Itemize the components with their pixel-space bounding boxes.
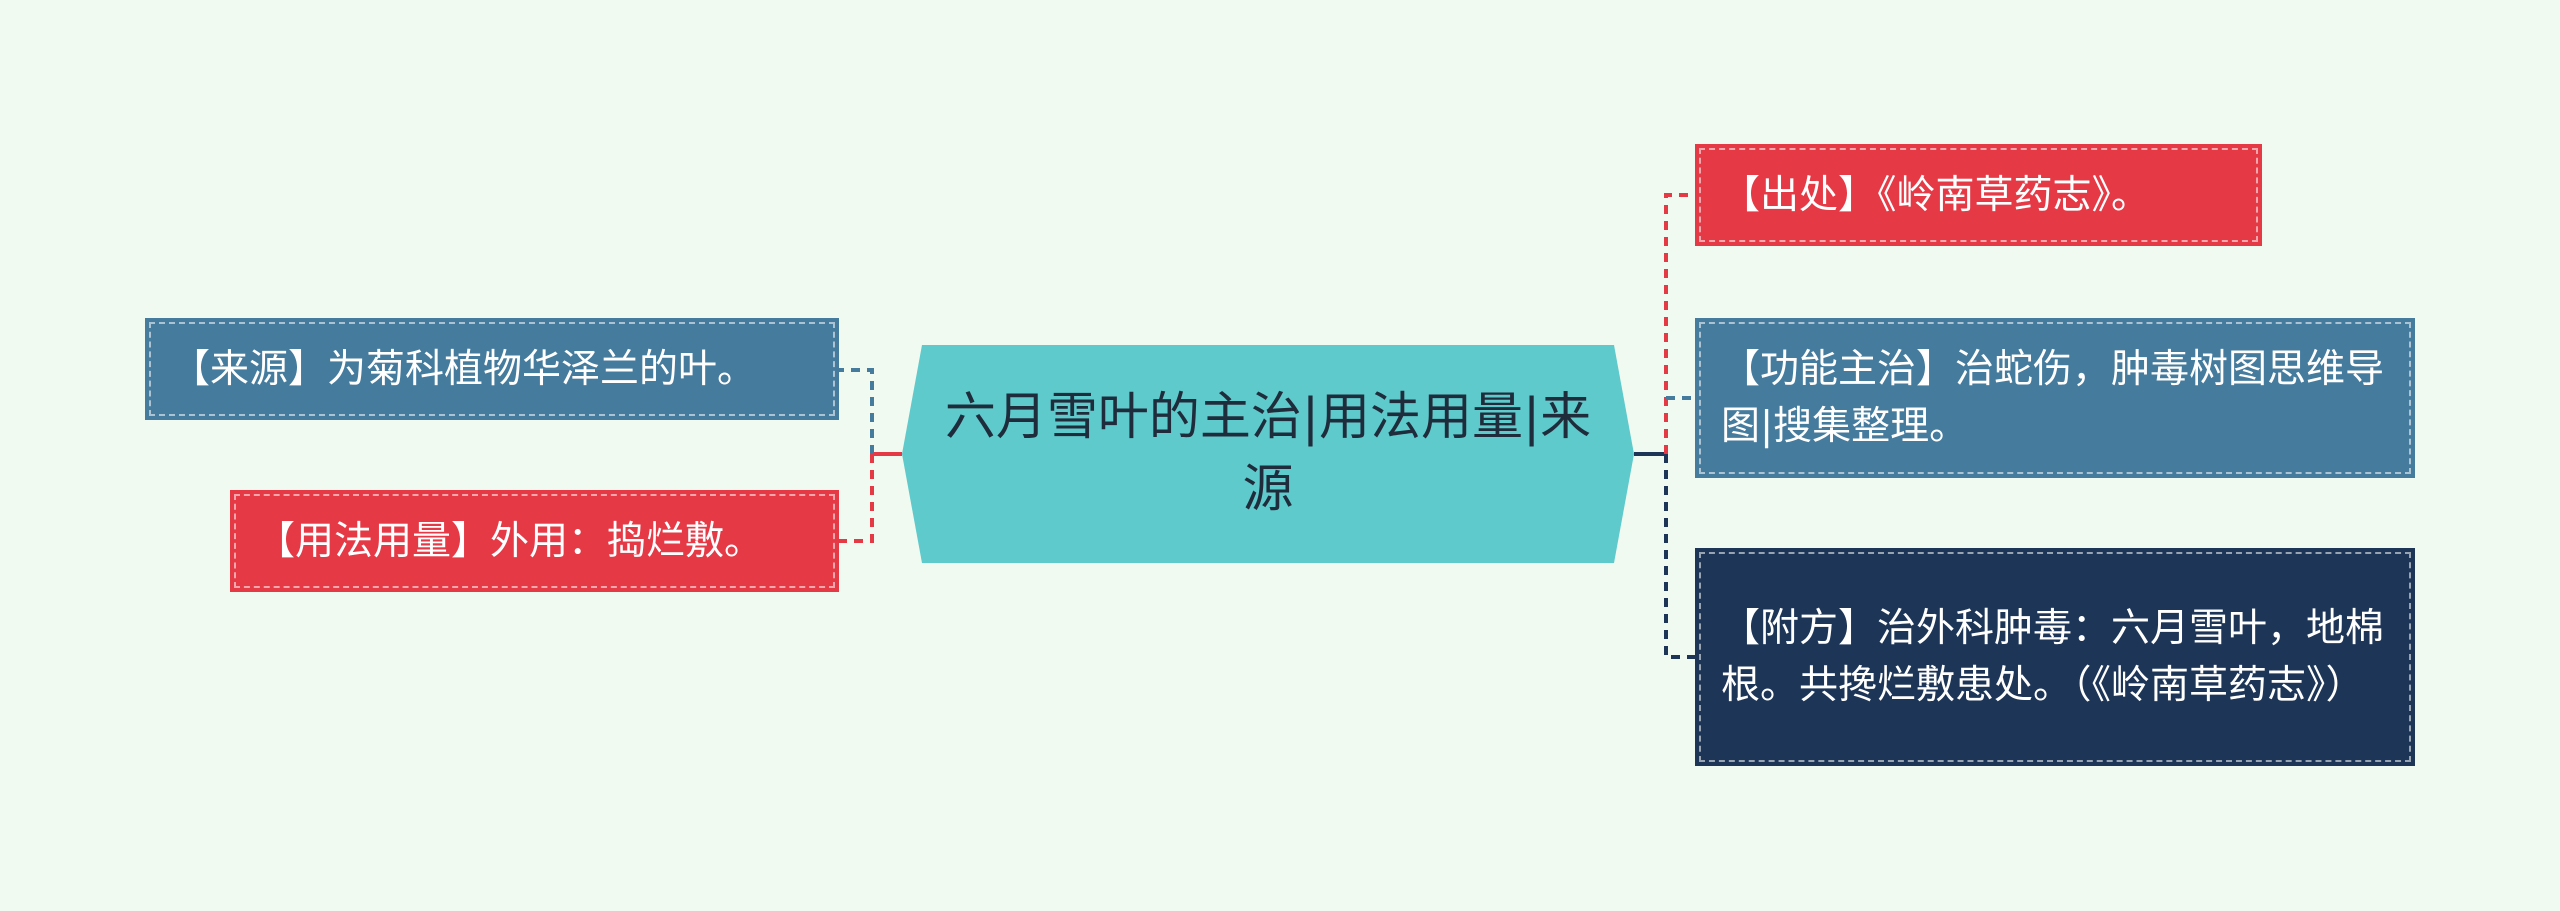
topic-origin-text: 【出处】《岭南草药志》。	[1721, 172, 2151, 218]
connector-right-origin	[1664, 193, 1695, 454]
topic-prescription[interactable]: 【附方】治外科肿毒：六月雪叶，地棉根。共搀烂敷患处。（《岭南草药志》）	[1695, 548, 2415, 766]
central-topic-title: 六月雪叶的主治|用法用量|来源	[944, 388, 1592, 519]
topic-function-indication[interactable]: 【功能主治】治蛇伤，肿毒树图思维导图|搜集整理。	[1695, 318, 2415, 478]
topic-origin[interactable]: 【出处】《岭南草药志》。	[1695, 144, 2262, 246]
central-topic[interactable]: 六月雪叶的主治|用法用量|来源	[902, 345, 1634, 563]
topic-usage-dosage[interactable]: 【用法用量】外用：捣烂敷。	[230, 490, 839, 592]
connector-right-recipe	[1664, 454, 1695, 659]
connector-left-usage	[839, 454, 874, 543]
topic-source[interactable]: 【来源】为菊科植物华泽兰的叶。	[145, 318, 839, 420]
topic-prescription-text: 【附方】治外科肿毒：六月雪叶，地棉根。共搀烂敷患处。（《岭南草药志》）	[1721, 606, 2385, 708]
topic-source-text: 【来源】为菊科植物华泽兰的叶。	[171, 346, 757, 392]
connector-left-source	[839, 368, 874, 454]
central-topic-shape	[902, 345, 1634, 563]
topic-usage-dosage-text: 【用法用量】外用：捣烂敷。	[256, 518, 764, 564]
topic-function-indication-text: 【功能主治】治蛇伤，肿毒树图思维导图|搜集整理。	[1721, 347, 2385, 449]
